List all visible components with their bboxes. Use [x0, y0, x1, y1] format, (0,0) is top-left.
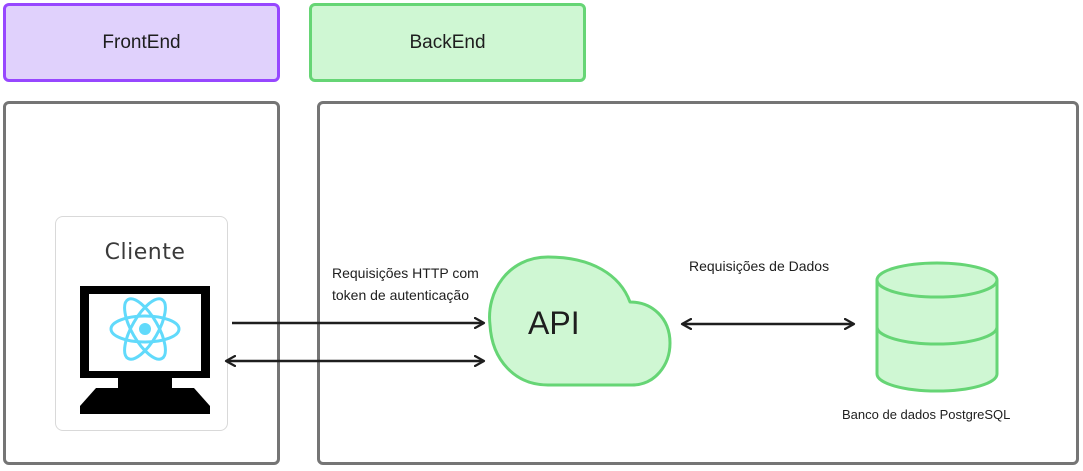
http-label-line2: token de autenticação: [332, 287, 469, 303]
frontend-header: FrontEnd: [3, 3, 280, 82]
backend-header: BackEnd: [309, 3, 586, 82]
backend-header-label: BackEnd: [409, 31, 486, 53]
database-label: Banco de dados PostgreSQL: [842, 407, 1011, 422]
react-monitor-icon: [80, 286, 210, 414]
frontend-header-label: FrontEnd: [102, 31, 181, 53]
api-label: API: [528, 305, 580, 341]
data-label: Requisições de Dados: [689, 258, 830, 274]
react-logo-icon: [109, 297, 181, 361]
http-label-line1: Requisições HTTP com: [332, 265, 479, 281]
cloud-icon: [488, 255, 672, 387]
client-title: Cliente: [104, 240, 186, 265]
database-cylinder-icon: [875, 261, 999, 393]
